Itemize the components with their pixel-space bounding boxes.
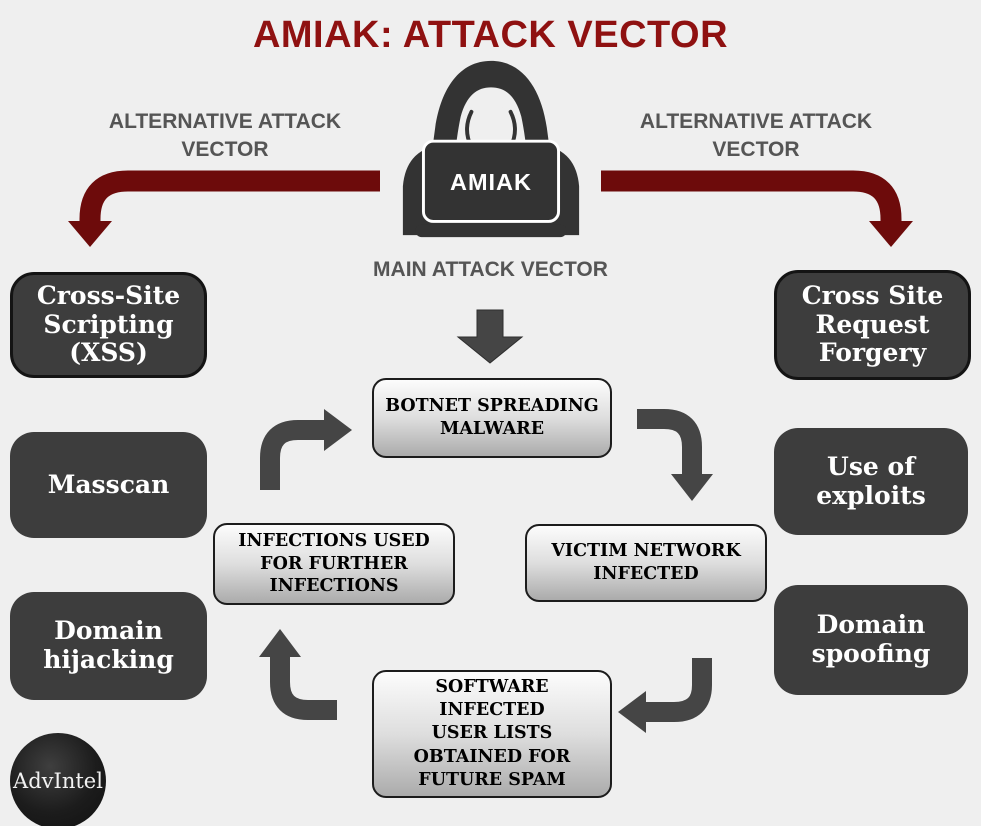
hacker-icon: AMIAK xyxy=(402,60,580,238)
hacker-laptop-label: AMIAK xyxy=(450,169,532,195)
box-infections-used-for-further-infections: INFECTIONS USED FOR FURTHER INFECTIONS xyxy=(213,523,455,605)
cycle-arrow-bottom-left xyxy=(259,629,337,720)
box-masscan: Masscan xyxy=(10,432,207,538)
label-main-attack-vector: MAIN ATTACK VECTOR xyxy=(373,258,608,281)
box-use-of-exploits: Use of exploits xyxy=(774,428,968,535)
bottom-white-strip xyxy=(0,826,981,834)
advintel-logo-text: AdvIntel xyxy=(13,769,103,793)
box-software-infected-user-lists: SOFTWARE INFECTED USER LISTS OBTAINED FO… xyxy=(372,670,612,798)
box-domain-hijacking: Domain hijacking xyxy=(10,592,207,700)
page-title: AMIAK: ATTACK VECTOR xyxy=(252,14,729,56)
box-cross-site-request-forgery: Cross Site Request Forgery xyxy=(774,270,971,380)
alt-attack-arrow-left xyxy=(68,170,380,247)
box-domain-spoofing: Domain spoofing xyxy=(774,585,968,695)
cycle-arrow-top-right xyxy=(637,409,713,501)
label-alternative-attack-vector-left: ALTERNATIVE ATTACK VECTOR xyxy=(108,110,342,162)
advintel-logo: AdvIntel xyxy=(10,733,106,829)
alt-attack-arrow-right xyxy=(601,170,913,247)
cycle-arrow-bottom-right xyxy=(618,658,712,733)
main-attack-arrow-down xyxy=(456,309,524,364)
label-alternative-attack-vector-right: ALTERNATIVE ATTACK VECTOR xyxy=(639,110,873,162)
box-cross-site-scripting: Cross-Site Scripting (XSS) xyxy=(10,272,207,378)
cycle-arrow-top-left xyxy=(260,409,352,490)
box-victim-network-infected: VICTIM NETWORK INFECTED xyxy=(525,524,767,602)
box-botnet-spreading-malware: BOTNET SPREADING MALWARE xyxy=(372,378,612,458)
